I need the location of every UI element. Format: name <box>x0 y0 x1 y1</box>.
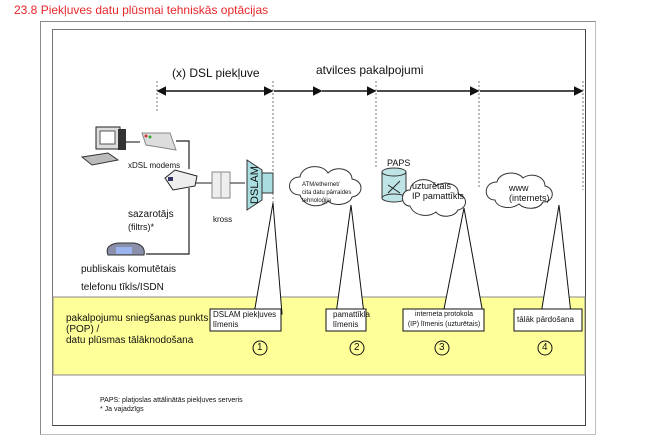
wholesale-services-label: atvilces pakalpojumi <box>316 63 424 77</box>
page-title: 23.8 Piekļuves datu plūsmai tehniskās op… <box>14 3 269 17</box>
atm-label-1: ATM/ethernet/ <box>302 182 340 188</box>
kross-icon <box>211 171 231 199</box>
pop-label-2: (POP) / <box>66 324 100 335</box>
ip-cloud <box>402 179 466 217</box>
dsl-access-label: (x) DSL piekļuve <box>172 66 260 80</box>
splitter-label-1: sazarotājs <box>128 209 174 220</box>
dslam-label: DSLAM <box>249 166 261 204</box>
atm-cloud <box>289 166 362 207</box>
level-3-circle <box>434 340 450 356</box>
atm-label-2: cita datu pārraides <box>302 190 352 196</box>
kross-label: kross <box>213 215 233 224</box>
pop-label-3: datu plūsmas tālāknodošana <box>66 335 194 346</box>
outer-frame <box>40 21 596 435</box>
pop-label-1: pakalpojumu sniegšanas punkts <box>66 313 209 324</box>
level-1-number: 1 <box>257 342 263 353</box>
telephone-icon <box>106 242 145 256</box>
pstn-label-1: publiskais komutētais <box>81 264 177 275</box>
paps-label: PAPS <box>387 158 411 168</box>
pstn-label-2: telefonu tīkls/ISDN <box>81 282 164 293</box>
level-3-label: interneta protokola(IP) līmenis (uzturēt… <box>407 311 481 328</box>
www-label-2: (internets) <box>509 193 550 203</box>
callout-wedges <box>253 202 572 315</box>
www-label-1: www <box>509 183 529 193</box>
ip-label-1: uzturētais <box>412 181 452 191</box>
modem-label: xDSL modems <box>128 161 181 170</box>
level-4-label: tālāk pārdošana <box>517 315 574 324</box>
level-2-circle <box>349 340 365 356</box>
level-4-number: 4 <box>542 342 548 353</box>
level-boxes <box>209 308 583 332</box>
dashed-guides <box>156 81 584 205</box>
www-cloud <box>485 172 553 209</box>
pop-band <box>52 296 586 376</box>
splitter-label-2: (filtrs)* <box>128 222 154 232</box>
level-2-number: 2 <box>354 342 360 353</box>
dslam-icon: DSLAM <box>246 159 274 211</box>
ip-label-2: IP pamattīkls <box>412 191 464 201</box>
footnote-paps: PAPS: platjoslas attālinātās piekļuves s… <box>100 397 243 404</box>
level-4-circle <box>537 340 553 356</box>
paps-server-icon <box>381 167 407 203</box>
computer-icon <box>80 126 126 166</box>
level-1-circle <box>252 340 268 356</box>
inner-frame <box>52 29 586 426</box>
xdsl-modem-icon <box>141 132 177 151</box>
footnote-asterisk: * Ja vajadzīgs <box>100 406 144 413</box>
atm-label-3: tehnoloģija <box>302 198 332 204</box>
splitter-icon <box>164 169 198 191</box>
level-3-number: 3 <box>439 342 445 353</box>
